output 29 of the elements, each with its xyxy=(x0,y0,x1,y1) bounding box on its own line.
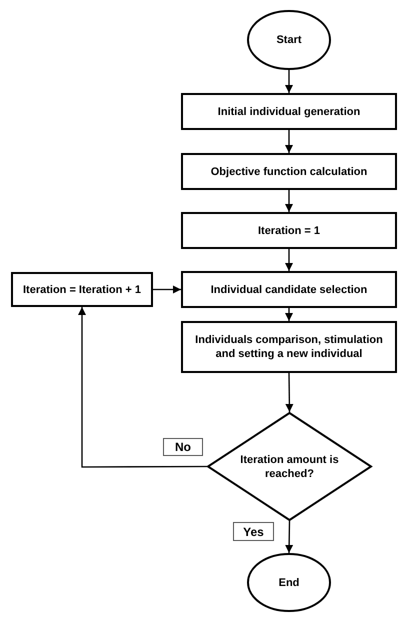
arrow xyxy=(285,373,294,412)
decision-diamond xyxy=(207,412,372,521)
process-box xyxy=(181,212,397,249)
node-label: Iteration = Iteration + 1 xyxy=(23,282,141,296)
arrow xyxy=(153,286,181,294)
end-terminal xyxy=(247,553,331,612)
arrow xyxy=(285,249,293,271)
arrow xyxy=(285,190,293,212)
node-label: Individuals comparison, stimulation and setting a new individual xyxy=(194,333,384,361)
process-box xyxy=(11,272,153,307)
edge-label: Yes xyxy=(233,522,274,541)
node-label: Iteration = 1 xyxy=(258,224,320,238)
node-label: Objective function calculation xyxy=(210,164,368,178)
process-box xyxy=(181,321,397,373)
arrow xyxy=(285,520,294,554)
node-label: End xyxy=(278,576,300,590)
arrow xyxy=(285,130,293,153)
arrow xyxy=(285,308,293,321)
process-box xyxy=(181,93,397,130)
node-label: Start xyxy=(276,33,302,47)
node-label: Individual candidate selection xyxy=(210,282,368,296)
node-label: Iteration amount is reached? xyxy=(240,452,340,480)
node-label: Initial individual generation xyxy=(218,104,360,118)
arrow xyxy=(285,70,293,93)
arrow xyxy=(78,307,207,468)
process-box xyxy=(181,271,397,308)
process-box xyxy=(181,153,397,190)
edge-label: No xyxy=(163,438,203,456)
start-terminal xyxy=(247,10,331,70)
